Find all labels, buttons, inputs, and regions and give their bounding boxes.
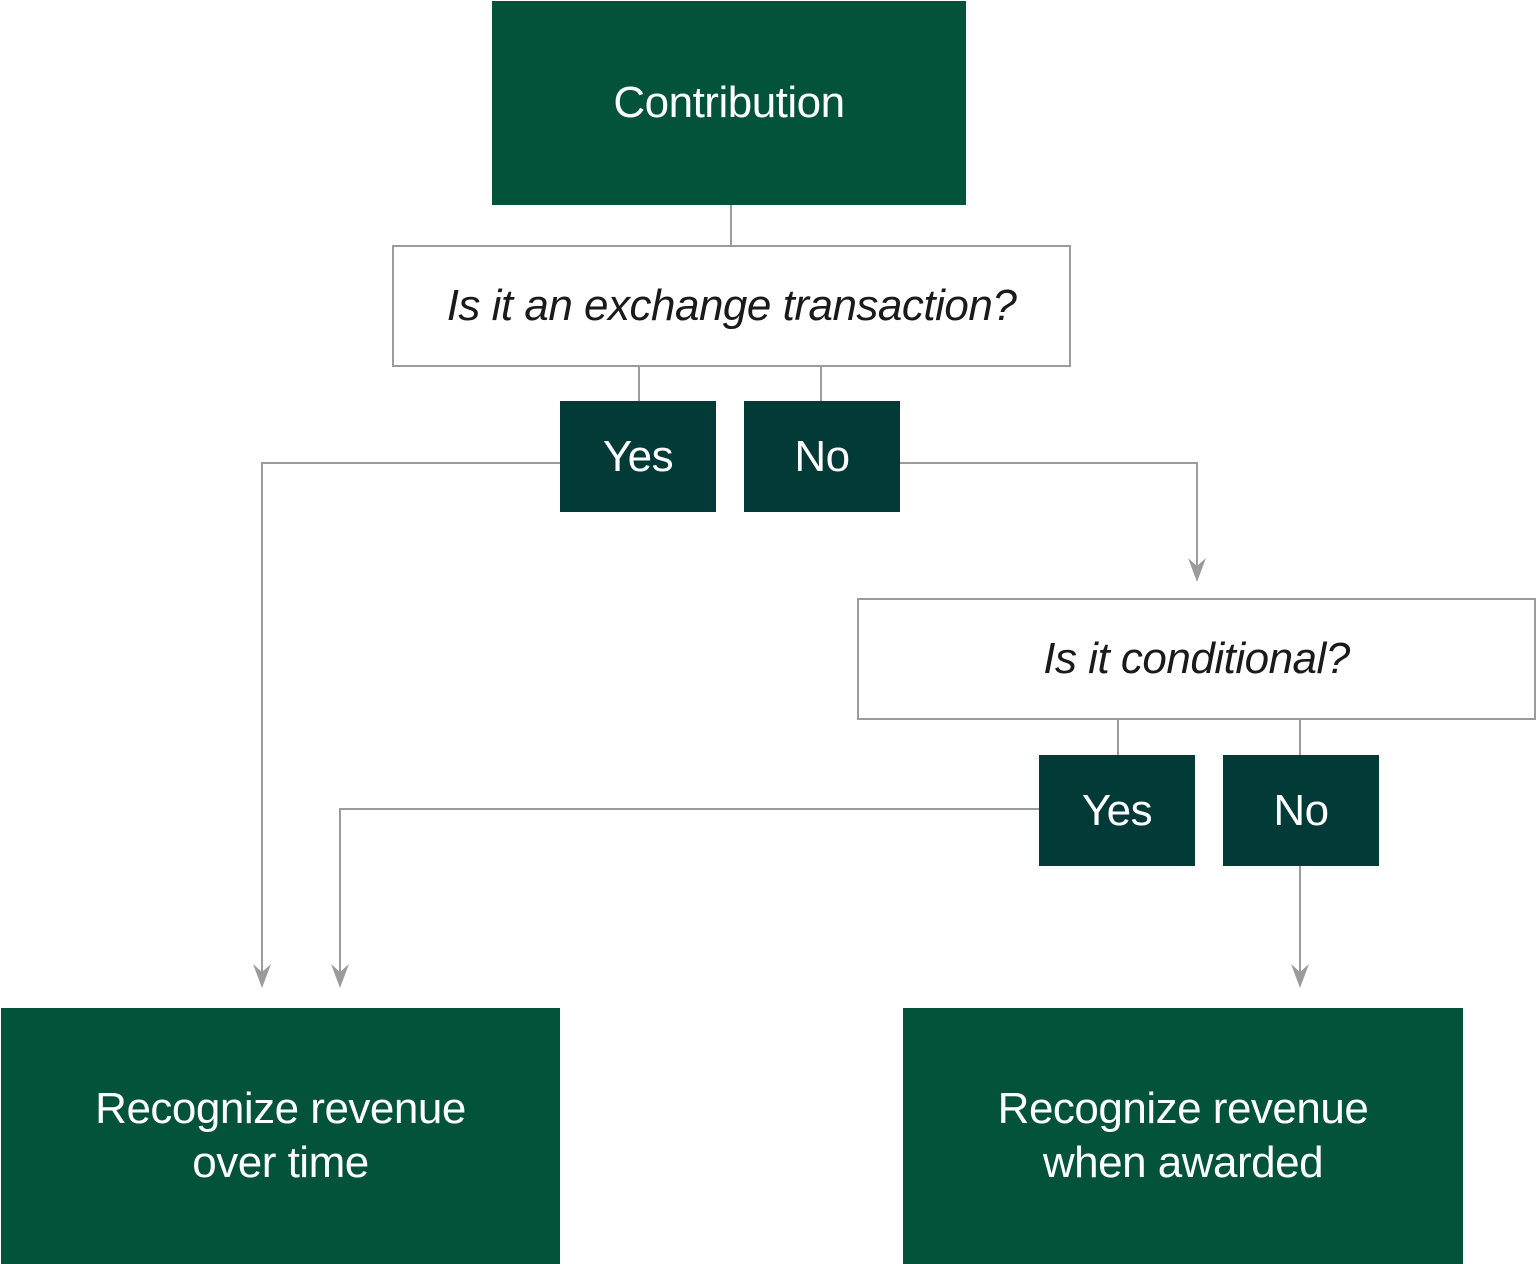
start-node-label: Contribution [613,78,845,127]
q1-no-label: No [794,431,850,481]
connector-q1-no-to-q2 [900,462,1198,572]
decision-conditional: Is it conditional? [857,598,1536,720]
decision-exchange-transaction-label: Is it an exchange transaction? [446,281,1017,330]
connector-q2-yes-to-over-time [339,808,1039,978]
outcome-over-time: Recognize revenue over time [1,1008,560,1264]
q2-yes-node: Yes [1039,755,1195,866]
q2-no-node: No [1223,755,1379,866]
outcome-over-time-line1: Recognize revenue [95,1084,466,1133]
q1-yes-node: Yes [560,401,716,512]
q1-no-node: No [744,401,900,512]
q2-no-label: No [1273,785,1329,835]
outcome-when-awarded-line2: when awarded [1042,1138,1324,1187]
outcome-over-time-line2: over time [192,1138,369,1187]
q1-yes-label: Yes [602,431,674,481]
connector-q1-yes-to-over-time [261,462,560,978]
start-node-contribution: Contribution [492,1,966,205]
arrowhead-icon [1291,964,1309,988]
arrowhead-icon [1188,558,1206,582]
arrowhead-icon [331,964,349,988]
arrowhead-icon [253,964,271,988]
decision-conditional-label: Is it conditional? [1043,634,1350,683]
outcome-when-awarded-line1: Recognize revenue [997,1084,1369,1133]
outcome-when-awarded: Recognize revenue when awarded [903,1008,1463,1264]
decision-exchange-transaction: Is it an exchange transaction? [392,245,1071,367]
q2-yes-label: Yes [1081,785,1153,835]
